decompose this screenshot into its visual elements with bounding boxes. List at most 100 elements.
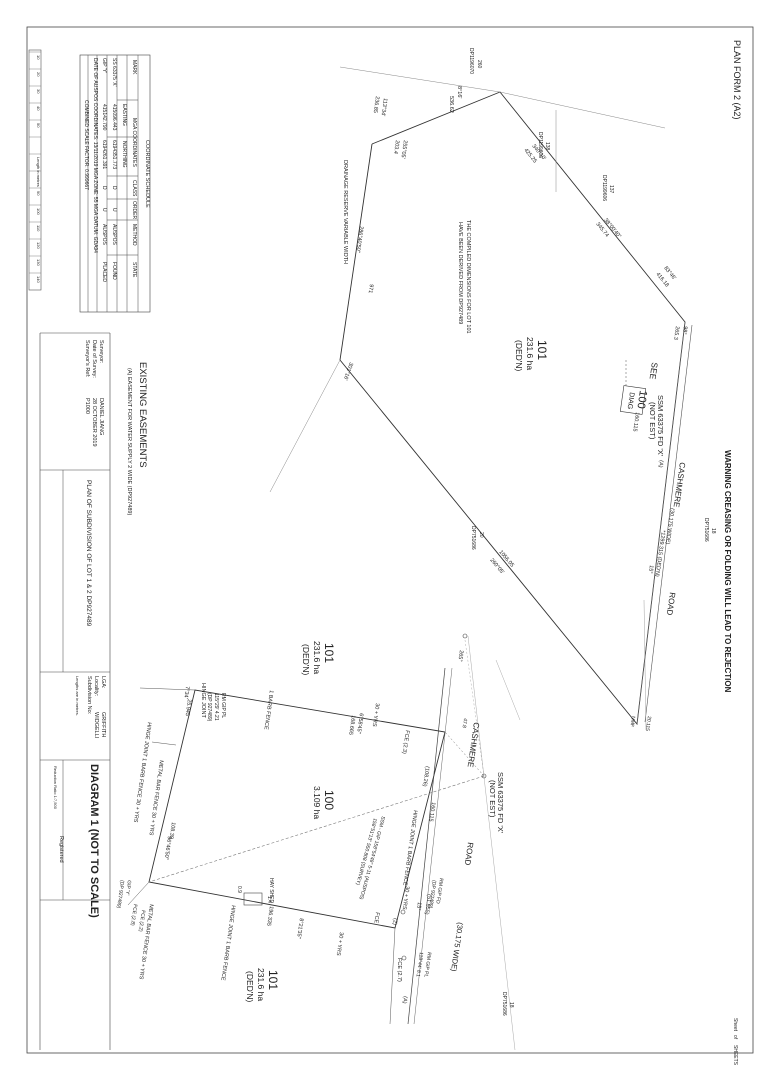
scale-tick-label: 110	[36, 225, 41, 232]
diagram-1: 101 231.6 ha (DED'N) 101 231.6 ha (DED'N…	[115, 633, 521, 1051]
diag-lot101-area: 231.6 ha	[312, 641, 322, 674]
coord-row2-state: PLACED	[101, 262, 107, 282]
sheet-label: Sheet	[732, 1018, 738, 1032]
diag-gip-bot: RM GIP PL	[422, 952, 431, 978]
easement-item: (A) EASEMENT FOR WATER SUPPLY 2 WIDE (DP…	[126, 368, 132, 515]
diag-fce-27: FCE (2.7)	[396, 958, 402, 982]
diag-bl-mark: GIP 'Y'	[124, 880, 132, 896]
locality-label: Locality:	[93, 676, 99, 697]
scale-tick-label: 40	[36, 106, 41, 111]
easement-a: (A)	[657, 460, 664, 468]
diag-gip-bot2: 118°44' 8.1	[415, 952, 424, 978]
diag-bl-mark2: (DP 927489)	[115, 880, 125, 909]
coord-header-mark: MARK	[131, 60, 137, 75]
ssm-sublabel: (NOT EST)	[648, 402, 657, 440]
diag-top-fence: 1 BARB FENCE	[262, 690, 274, 731]
coord-row1-method: AUSPOS	[111, 224, 117, 246]
nmf-label: NMF	[629, 716, 636, 728]
scale-tick-label: 20	[36, 72, 41, 77]
diag-d-5185: (51.855)	[423, 894, 432, 915]
easements-title: EXISTING EASEMENTS	[137, 362, 148, 468]
survey-date-value: 28 OCTOBER 2019	[91, 398, 97, 447]
diag-lot101b-dedn: (DED'N)	[245, 971, 255, 1003]
diag-right-dist: 160.115	[427, 802, 436, 822]
diag-adj-18-ref: DP751686	[501, 992, 507, 1016]
sheet-of: of	[732, 1035, 738, 1040]
coord-row1-state: FOUND	[111, 262, 117, 280]
coord-title: COORDINATE SCHEDULE	[144, 140, 150, 208]
diag-top-brg: 6°58'45"	[355, 713, 364, 734]
lga-value: GRIFFITH	[100, 712, 106, 737]
diag-lot101b-number: 101	[266, 970, 280, 990]
scale-tick-label: 140	[36, 276, 41, 283]
diag-metal-fence: METAL BAR FENCE 30 + YRS	[147, 760, 164, 836]
diag-ssm-sublabel: (NOT EST)	[488, 780, 497, 818]
dist-9: 203.4	[392, 140, 400, 154]
coord-row2-class: D	[101, 186, 107, 190]
dist-7: 971	[367, 284, 374, 294]
surveyor-ref-value: P1000	[84, 398, 90, 414]
dist-1: 536.62	[448, 96, 454, 113]
adj-260: 260	[476, 60, 482, 69]
brg-1: 8°16'	[456, 86, 462, 98]
diag-d-10839: 108.39	[168, 822, 176, 839]
coord-row2-method: AUSPOS	[101, 224, 107, 246]
compiled-note-1: THE COMPILED DIMENSIONS FOR LOT 101	[465, 220, 471, 334]
surveyor-value: DANIEL JIANG	[98, 398, 104, 435]
lot101-area: 231.6 ha	[525, 337, 535, 370]
diag-angle-15: 15°	[415, 902, 422, 911]
sheet-border	[26, 26, 754, 1054]
adj-18-ref: DP751686	[703, 518, 709, 542]
brg-8: 301°16'	[342, 361, 354, 380]
main-plan: 101 231.6 ha (DED'N) THE COMPILED DIMENS…	[269, 48, 716, 732]
diag-lot101b-area: 231.6 ha	[256, 968, 266, 1001]
diagram-title: DIAGRAM 1 (NOT TO SCALE)	[88, 764, 100, 918]
scale-tick-label: 100	[36, 208, 41, 215]
diag-b-265: 265°	[456, 650, 464, 662]
nmf-distance: 20.115	[644, 716, 652, 732]
see-label: SEE	[648, 362, 660, 381]
coord-row2-northing: 6194261.391	[101, 140, 107, 169]
diag-lot101-number: 101	[322, 643, 336, 663]
diag-hs-d1: 0.9	[236, 886, 242, 893]
diag-easement-a: (A)	[401, 996, 408, 1004]
adj-137: 137	[608, 185, 614, 194]
diag-gip-top2: (DP 927489)	[427, 880, 437, 909]
scale-tick-label: 90	[36, 191, 41, 196]
coord-sub-easting: EASTING	[121, 104, 127, 126]
diag-hinge-bottom: HINGE JOINT 1 BARB FENCE	[219, 905, 236, 981]
diag-pp-top3: (DP 927489)	[206, 693, 212, 722]
coord-header-order: ORDER	[131, 201, 137, 219]
dist-10: 236.85	[372, 96, 380, 113]
lot101-number: 101	[535, 340, 549, 360]
diag-fce-bottom: FCE	[372, 912, 380, 924]
warning-text: WARNING CREASING OR FOLDING WILL LEAD TO…	[723, 450, 732, 693]
coord-row1-order: U	[111, 208, 117, 212]
adj-20: 20	[478, 532, 484, 538]
subdivision-label: Subdivision No:	[86, 676, 92, 715]
brg-9: 255°05'	[399, 140, 408, 159]
diag-fce-2: (2)	[391, 918, 398, 926]
coord-csf-line: COMBINED SCALE FACTOR: 0.999667	[83, 100, 89, 190]
lot101-dedn: (DED'N)	[514, 340, 524, 372]
diag-hay-shed: HAY SHED	[268, 878, 274, 903]
coord-date-line: DATE OF AUSPOS COORDINATES: 13/11/2019 M…	[92, 58, 98, 253]
diag-b-734: 7°34'	[182, 686, 190, 699]
coord-row1-northing: 6194351.773	[111, 140, 117, 169]
ssm-distance: 160.115	[631, 412, 640, 432]
diag-top-dist: 168.665	[347, 715, 356, 736]
surveyor-label: Surveyor:	[98, 340, 104, 364]
road-width: (30.175 WIDE)	[664, 508, 675, 545]
coord-row1-mark: SS 63375 'X'	[111, 58, 117, 87]
coord-header-mga: MGA COORDINATES	[131, 118, 137, 167]
diag-lot100-area: 3.109 ha	[312, 786, 322, 819]
survey-date-label: Date of Survey:	[91, 340, 97, 378]
brg-6: 260°05'	[488, 557, 505, 575]
adj-260-ref: DP1196070	[468, 48, 474, 74]
adj-20-ref: DP751686	[470, 526, 476, 550]
coord-header-state: STATE	[131, 262, 137, 278]
diag-b-96: 96°46'50"	[163, 836, 172, 860]
adj-137-ref: DP1199606	[601, 175, 607, 201]
